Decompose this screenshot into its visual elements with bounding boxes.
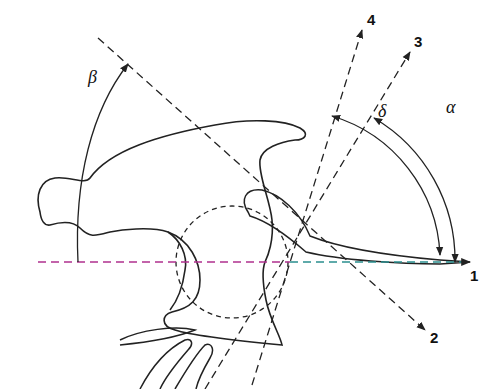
axis-1 — [290, 261, 470, 262]
finger-right — [175, 344, 212, 389]
angle-label: α — [446, 98, 455, 116]
axis-number: 1 — [470, 268, 478, 283]
angle-arc-alpha — [374, 118, 455, 262]
axis-4 — [252, 30, 362, 385]
lower-bone — [120, 328, 195, 345]
angle-arc-beta — [77, 64, 128, 262]
axis-number: 4 — [367, 12, 375, 27]
angle-label: δ — [378, 102, 386, 120]
angle-label: β — [88, 68, 97, 86]
axis-number: 3 — [414, 34, 422, 49]
axis-number: 2 — [430, 330, 438, 345]
axis-line — [38, 261, 290, 262]
axis-2 — [98, 38, 425, 330]
scapula-outline — [38, 121, 305, 345]
humeral-head — [176, 206, 288, 318]
angle-arc-delta — [332, 116, 440, 255]
axis-3 — [205, 52, 410, 389]
finger-left — [140, 340, 192, 389]
